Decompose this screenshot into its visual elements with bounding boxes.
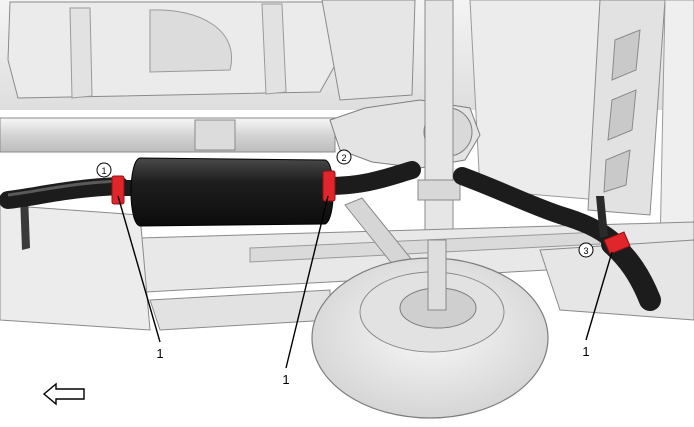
circle-callout-3-text: 3 (583, 246, 588, 256)
far-right-panel (659, 0, 694, 261)
leader-line-b (285, 195, 329, 369)
underbody-panels (0, 0, 694, 261)
front-pipe (0, 177, 129, 209)
hoist-cable (427, 239, 447, 311)
leader-lines (117, 195, 613, 369)
clamp-2 (322, 170, 336, 202)
leader-labels: 1 1 1 (156, 344, 589, 387)
driveshaft-yoke (194, 119, 236, 151)
intermediate-pipe (319, 161, 421, 195)
crossmember-rib (249, 231, 601, 263)
circle-callout-2: 2 (336, 149, 352, 165)
rear-differential (329, 99, 481, 169)
leader-label-c: 1 (582, 344, 589, 359)
circle-callout-1: 1 (96, 162, 112, 178)
frame-rail-cutouts (603, 29, 641, 193)
circle-callout-1-text: 1 (101, 166, 106, 176)
exhaust-system (0, 157, 661, 311)
tank-strap-left (69, 7, 93, 99)
leader-label-a: 1 (156, 346, 163, 361)
left-frame-rail (0, 204, 151, 331)
driveshaft (0, 117, 336, 153)
leader-label-b: 1 (282, 372, 289, 387)
clamps (111, 170, 631, 255)
front-pipe-highlight (7, 179, 121, 197)
clamp-3 (603, 231, 631, 255)
muffler-body (130, 157, 334, 227)
circle-callout-3: 3 (578, 242, 594, 258)
tank-strap-right (261, 3, 287, 95)
exhaust-hanger-right (596, 196, 608, 238)
tailpipe-upper (453, 167, 621, 249)
circle-callout-2-text: 2 (341, 153, 346, 163)
crossmember-block (321, 0, 416, 101)
tank-bulge (149, 9, 232, 73)
spare-tire (311, 239, 549, 419)
leader-line-a (117, 195, 161, 343)
leader-line-c (585, 251, 613, 341)
clamp-1 (111, 175, 125, 205)
direction-arrow-icon (42, 382, 85, 406)
driveshaft-tube (0, 117, 336, 153)
circle-callouts: 1 2 3 (96, 149, 594, 258)
hanger-bracket-left (20, 196, 30, 250)
right-floor-pan (469, 0, 611, 201)
